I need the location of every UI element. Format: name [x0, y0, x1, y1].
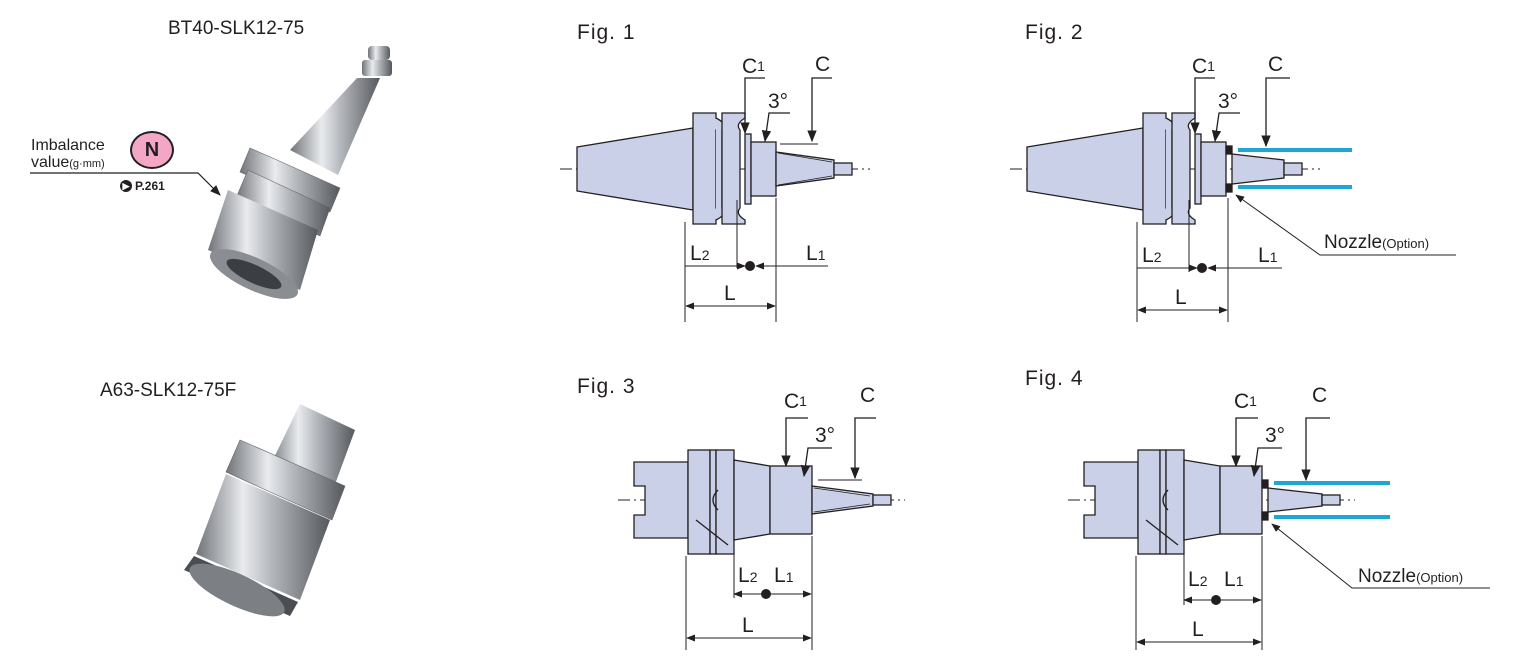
fig-3-l2-label: L2	[738, 564, 758, 587]
fig-3-angle-label: 3°	[815, 424, 835, 447]
fig-4-dim-labels: C1 C 3° L2 L1 L Nozzle(Option)	[1188, 384, 1463, 641]
fig-2-l-label: L	[1175, 286, 1187, 309]
fig-4-c1-label: C1	[1234, 390, 1257, 413]
fig-3-l-label: L	[742, 614, 754, 637]
imbalance-label-line1: Imbalance	[31, 137, 105, 154]
product-model-a63: A63-SLK12-75F	[100, 380, 237, 401]
fig-4-angle-label: 3°	[1265, 424, 1285, 447]
page-ref-link[interactable]: ▶ P.261	[120, 180, 165, 192]
fig-2-angle-label: 3°	[1218, 90, 1238, 113]
fig-3-title: Fig. 3	[577, 375, 636, 398]
fig-1-l1-label: L1	[806, 242, 826, 265]
fig-4-l1-label: L1	[1224, 568, 1244, 591]
fig-3-c-label: C	[860, 384, 875, 407]
imbalance-label: Imbalance value(g·mm)	[31, 137, 105, 173]
fig-1-l-label: L	[724, 282, 736, 305]
fig-2-dim-labels: C1 C 3° L2 L1 L Nozzle(Option)	[1142, 53, 1429, 309]
fig-4-l2-label: L2	[1188, 568, 1208, 591]
fig-2-l1-label: L1	[1258, 244, 1278, 267]
a63-holder-photo	[184, 404, 355, 617]
fig-2-title: Fig. 2	[1025, 21, 1084, 44]
imbalance-grade: N	[144, 139, 160, 161]
arrow-circle-icon: ▶	[120, 180, 132, 192]
imbalance-label-line2: value	[31, 154, 70, 171]
fig-1-l2-label: L2	[690, 242, 710, 265]
fig-1-c1-label: C1	[742, 55, 765, 78]
fig-3-drawing	[618, 417, 905, 650]
imbalance-leader	[30, 172, 221, 196]
fig-1-title: Fig. 1	[577, 21, 636, 44]
fig-1-dim-labels: C1 C 3° L2 L1 L	[690, 53, 830, 305]
bt40-holder-photo	[208, 46, 392, 299]
fig-2-c-label: C	[1268, 53, 1283, 76]
imbalance-grade-badge: N	[130, 131, 174, 169]
product-model-bt40: BT40-SLK12-75	[168, 18, 305, 39]
fig-1-angle-label: 3°	[768, 90, 788, 113]
imbalance-unit: (g·mm)	[69, 158, 105, 170]
fig-4-c-label: C	[1312, 384, 1327, 407]
fig-4-title: Fig. 4	[1025, 367, 1084, 390]
page-ref: P.261	[135, 179, 165, 193]
fig-3-c1-label: C1	[784, 390, 807, 413]
fig-4-drawing	[1068, 417, 1490, 650]
fig-3-l1-label: L1	[774, 564, 794, 587]
fig-3-dim-labels: C1 C 3° L2 L1 L	[738, 384, 875, 637]
fig-4-nozzle-label: Nozzle(Option)	[1358, 566, 1463, 587]
fig-2-nozzle-label: Nozzle(Option)	[1324, 232, 1429, 253]
fig-1-drawing	[560, 77, 870, 322]
fig-4-l-label: L	[1192, 618, 1204, 641]
fig-1-c-label: C	[815, 53, 830, 76]
fig-2-drawing	[1010, 77, 1456, 322]
fig-2-c1-label: C1	[1192, 55, 1215, 78]
fig-2-l2-label: L2	[1142, 244, 1162, 267]
